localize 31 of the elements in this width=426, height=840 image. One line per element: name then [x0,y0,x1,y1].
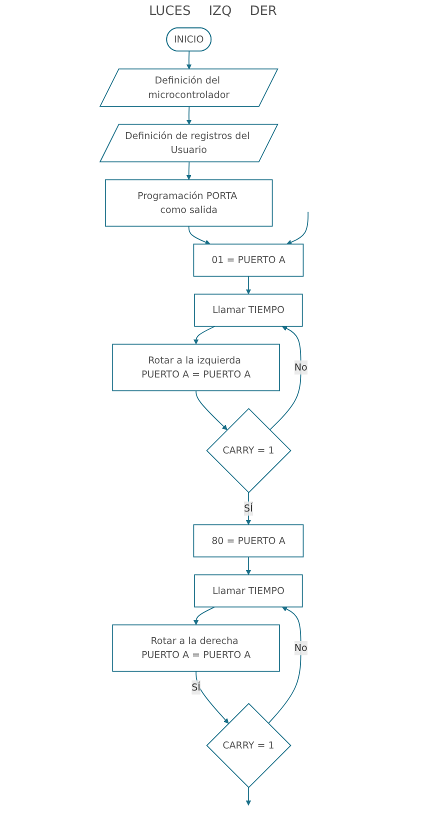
node-diamond: CARRY = 1 [206,408,292,494]
arrow [246,276,252,294]
loop-label: DER [250,4,277,19]
arrow [269,326,302,430]
edge-label: No [294,642,308,654]
arrow [286,211,308,245]
edge-label: No [294,362,308,373]
loop-label: IZQ [208,4,232,19]
arrow [246,492,252,525]
arrow [188,226,210,245]
loop-label: LUCES [149,4,191,19]
node-box: 80 = PUERTO A [193,524,304,558]
edge-label: SÍ [244,502,253,514]
arrow [186,50,192,70]
arrow [193,606,216,626]
arrow [196,390,228,430]
arrow [246,787,252,806]
arrow [246,556,252,576]
node-diamond: CARRY = 1 [206,702,292,788]
node-box: Llamar TIEMPO [194,294,303,327]
arrow [193,326,216,344]
edge-label: SÍ [192,681,200,693]
node-box: Llamar TIEMPO [194,574,303,608]
node-box: Programación PORTA como salida [104,179,273,227]
node-box: 01 = PUERTO A [193,244,304,277]
arrow [186,162,192,180]
arrow [186,106,192,125]
node-box: Rotar a la izquierda PUERTO A = PUERTO A [112,344,280,392]
node-box: Rotar a la derecha PUERTO A = PUERTO A [112,624,280,672]
arrow [268,606,302,724]
arrow [196,670,229,724]
